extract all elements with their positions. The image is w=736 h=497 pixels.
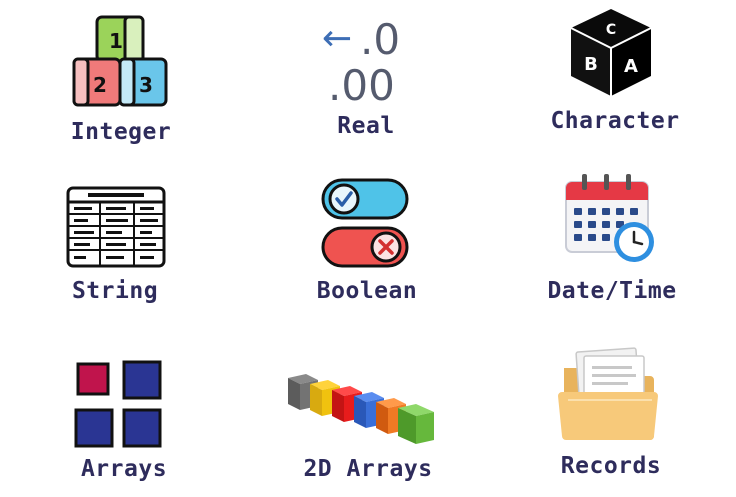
svg-text:3: 3: [139, 73, 153, 97]
svg-text:1: 1: [109, 29, 123, 53]
label-2d-arrays: 2D Arrays: [303, 456, 433, 482]
svg-text:A: A: [624, 56, 638, 77]
cube-row-icon: [288, 374, 434, 444]
label-boolean: Boolean: [316, 278, 418, 304]
square-grid-icon: [74, 360, 162, 448]
svg-text:←: ←: [322, 18, 352, 59]
label-character: Character: [550, 108, 680, 134]
decimal-shift-icon: ← .0 .00: [322, 15, 400, 110]
calendar-clock-icon: [565, 174, 654, 262]
letter-dice-icon: C B A: [570, 9, 652, 96]
folder-documents-icon: [558, 347, 658, 440]
svg-text:B: B: [584, 54, 598, 75]
svg-text:2: 2: [93, 73, 107, 97]
label-records: Records: [560, 453, 662, 479]
svg-text:.0: .0: [360, 15, 400, 64]
numbered-blocks-icon: 1 2 3: [72, 15, 168, 107]
label-real: Real: [337, 113, 395, 139]
table-grid-icon: [66, 186, 166, 268]
svg-text:C: C: [606, 22, 616, 38]
label-string: String: [71, 278, 159, 304]
label-datetime: Date/Time: [547, 278, 677, 304]
label-integer: Integer: [70, 119, 172, 145]
toggle-switches-icon: [321, 178, 409, 268]
label-arrays: Arrays: [80, 456, 168, 482]
svg-text:.00: .00: [328, 61, 395, 110]
